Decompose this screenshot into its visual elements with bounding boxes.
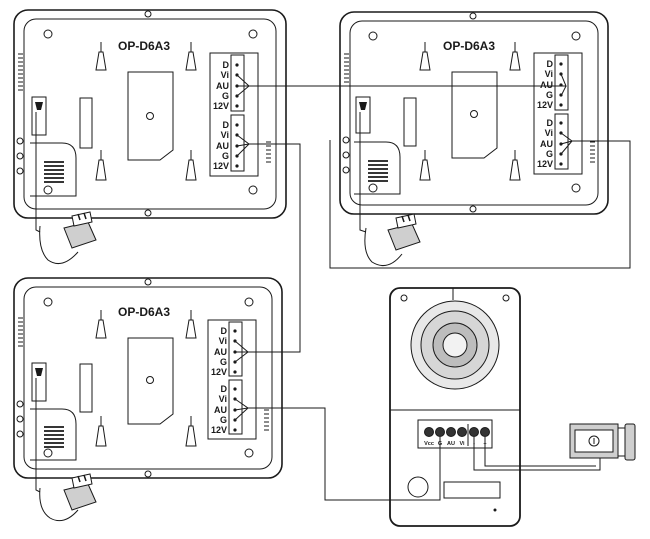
power-adapter-icon	[39, 473, 97, 522]
speaker-icon	[410, 300, 500, 390]
terminal-label-d: D	[223, 60, 230, 70]
terminal-label-au: AU	[540, 80, 553, 90]
terminal-label-g: G	[222, 91, 229, 101]
door-station: Vcc G AU Vi - +	[389, 287, 521, 527]
monitor-3: OP-D6A3 D Vi AU G 12V D Vi AU G 12V	[13, 277, 283, 479]
terminal-label-au: AU	[214, 405, 227, 415]
terminal-label-au: AU	[216, 81, 229, 91]
terminal-label-d: D	[547, 59, 554, 69]
terminal-label-au: AU	[540, 139, 553, 149]
door-terminal-label-vi: Vi	[459, 441, 465, 447]
terminal-label-vi: Vi	[545, 69, 553, 79]
terminal-label-d: D	[547, 118, 554, 128]
monitor-2: OP-D6A3 D Vi AU G 12V D Vi AU G 12V	[339, 11, 609, 215]
terminal-label-au: AU	[214, 347, 227, 357]
terminal-label-vi: Vi	[221, 130, 229, 140]
terminal-label-g: G	[222, 151, 229, 161]
monitor-model-label: OP-D6A3	[443, 39, 495, 53]
terminal-label-12v: 12V	[213, 161, 229, 171]
monitor-1: OP-D6A3 D Vi AU G 12V D Vi AU G 12V	[13, 9, 287, 219]
door-terminal-label-au: AU	[447, 441, 455, 447]
terminal-label-g: G	[546, 90, 553, 100]
terminal-label-g: G	[546, 149, 553, 159]
terminal-label-12v: 12V	[211, 425, 227, 435]
terminal-label-d: D	[223, 120, 230, 130]
camera-lens-icon	[407, 476, 429, 498]
terminal-label-12v: 12V	[537, 159, 553, 169]
terminal-label-d: D	[221, 384, 228, 394]
terminal-label-vi: Vi	[221, 70, 229, 80]
door-terminal-label-vcc: Vcc	[424, 441, 434, 447]
wiring	[35, 73, 631, 501]
power-adapter-icon	[39, 211, 97, 265]
power-adapter-icon	[364, 213, 421, 267]
terminal-label-12v: 12V	[211, 367, 227, 377]
terminal-label-au: AU	[216, 141, 229, 151]
terminal-label-d: D	[221, 326, 228, 336]
terminal-label-g: G	[220, 357, 227, 367]
terminal-label-vi: Vi	[545, 128, 553, 138]
terminal-label-vi: Vi	[219, 394, 227, 404]
monitor-model-label: OP-D6A3	[118, 39, 170, 53]
terminal-label-12v: 12V	[537, 100, 553, 110]
terminal-label-vi: Vi	[219, 336, 227, 346]
terminal-label-g: G	[220, 415, 227, 425]
electric-lock-icon	[569, 423, 636, 461]
monitor-model-label: OP-D6A3	[118, 305, 170, 319]
terminal-label-12v: 12V	[213, 101, 229, 111]
